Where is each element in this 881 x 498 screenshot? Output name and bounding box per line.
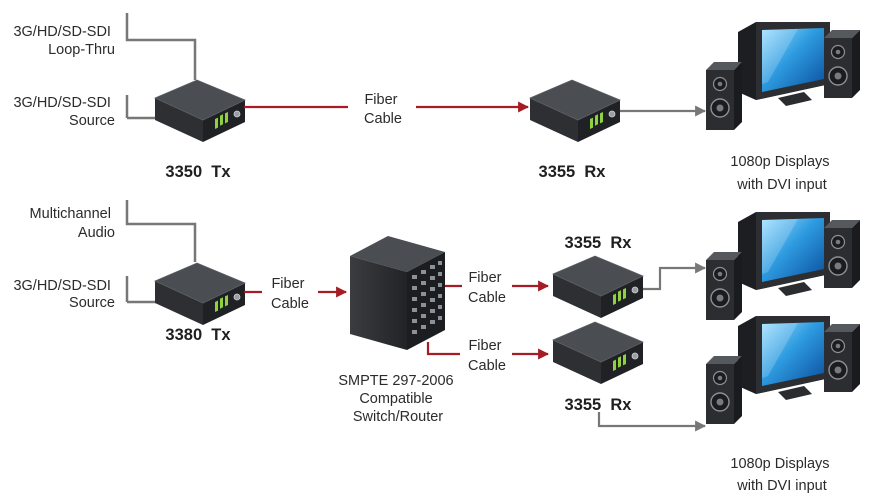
fiber-to-switch-label: Fiber Cable bbox=[271, 276, 309, 312]
receiver-3355-top-device bbox=[529, 79, 621, 143]
receiver-3355-bottom-label: 3355 Rx bbox=[565, 396, 633, 414]
mid-display-set-icon bbox=[706, 212, 860, 320]
fiber-out-2-label: Fiber Cable bbox=[468, 338, 506, 374]
receiver-3355-bottom-device bbox=[552, 321, 644, 385]
transmitter-3350-label: 3350 Tx bbox=[165, 163, 231, 181]
bottom-signal-path: Multichannel Audio 3G/HD/SD-SDI Source 3… bbox=[13, 200, 860, 494]
loop-thru-cable bbox=[125, 13, 197, 80]
bottom-display-set-icon bbox=[706, 316, 860, 424]
switch-router-label: SMPTE 297-2006 Compatible Switch/Router bbox=[338, 373, 457, 425]
bottom-displays-label: 1080p Displays with DVI input bbox=[730, 456, 833, 494]
top-fiber-label: Fiber Cable bbox=[364, 92, 402, 127]
switch-router-icon bbox=[350, 236, 445, 350]
transmitter-3380-label: 3380 Tx bbox=[165, 326, 231, 344]
fiber-out-1-label: Fiber Cable bbox=[468, 270, 506, 306]
top-displays-label: 1080p Displays with DVI input bbox=[730, 154, 833, 193]
mid-dvi-cable bbox=[643, 262, 707, 291]
top-display-set-icon bbox=[706, 22, 860, 130]
bottom-dvi-cable bbox=[597, 412, 707, 432]
audio-cable bbox=[125, 200, 197, 262]
receiver-3355-top-label: 3355 Rx bbox=[539, 163, 607, 181]
fiber-out-2-a bbox=[426, 342, 460, 356]
top-signal-path: 3G/HD/SD-SDI Loop-Thru 3G/HD/SD-SDI Sour… bbox=[13, 13, 860, 193]
bottom-source-label: 3G/HD/SD-SDI Source bbox=[13, 278, 115, 311]
transmitter-3350-device bbox=[154, 79, 246, 143]
bottom-audio-label: Multichannel Audio bbox=[30, 206, 115, 241]
receiver-3355-mid-label: 3355 Rx bbox=[565, 234, 633, 252]
transmitter-3380-device bbox=[154, 262, 246, 326]
top-loop-thru-label: 3G/HD/SD-SDI Loop-Thru bbox=[13, 24, 115, 58]
receiver-3355-mid-device bbox=[552, 255, 644, 319]
top-source-label: 3G/HD/SD-SDI Source bbox=[13, 95, 115, 129]
